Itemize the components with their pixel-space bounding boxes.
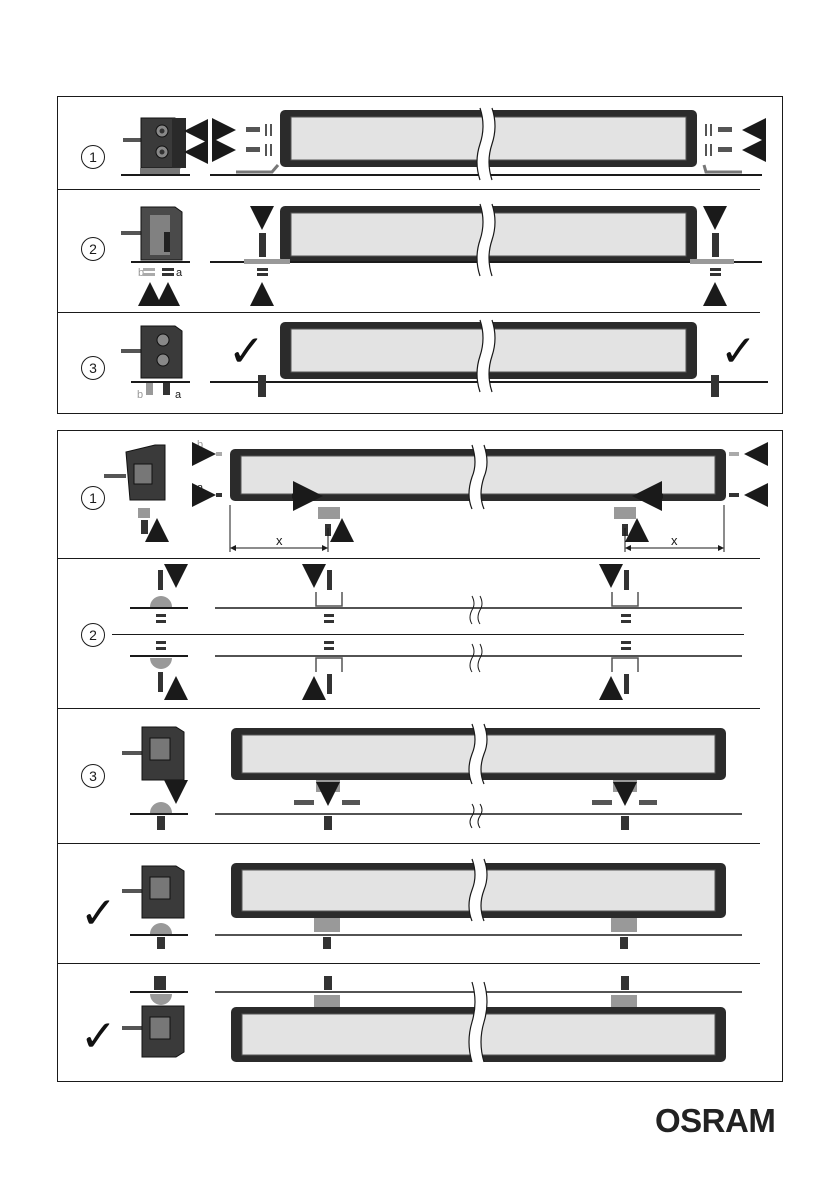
side-housing-icon <box>122 976 188 1057</box>
dimension-line <box>625 505 724 552</box>
bracket-bolt-bottom-icon <box>130 641 188 694</box>
bolt-icon <box>257 214 268 300</box>
center-bracket-icon <box>318 507 340 519</box>
side-housing-icon <box>121 207 190 300</box>
side-housing-icon <box>104 445 165 538</box>
dimension-line <box>230 505 328 552</box>
bracket-bolt-top-icon <box>130 570 188 623</box>
bolt-icon <box>258 375 266 397</box>
center-bracket-icon <box>614 507 636 519</box>
bolt-icon <box>710 214 721 300</box>
side-housing-icon <box>122 866 188 949</box>
screw-pair-icon <box>704 124 758 172</box>
screw-pair-icon <box>220 124 278 172</box>
bolt-icon <box>711 375 719 397</box>
side-housing-icon <box>121 326 190 395</box>
side-housing-icon <box>121 118 190 175</box>
side-housing-icon <box>122 727 188 830</box>
